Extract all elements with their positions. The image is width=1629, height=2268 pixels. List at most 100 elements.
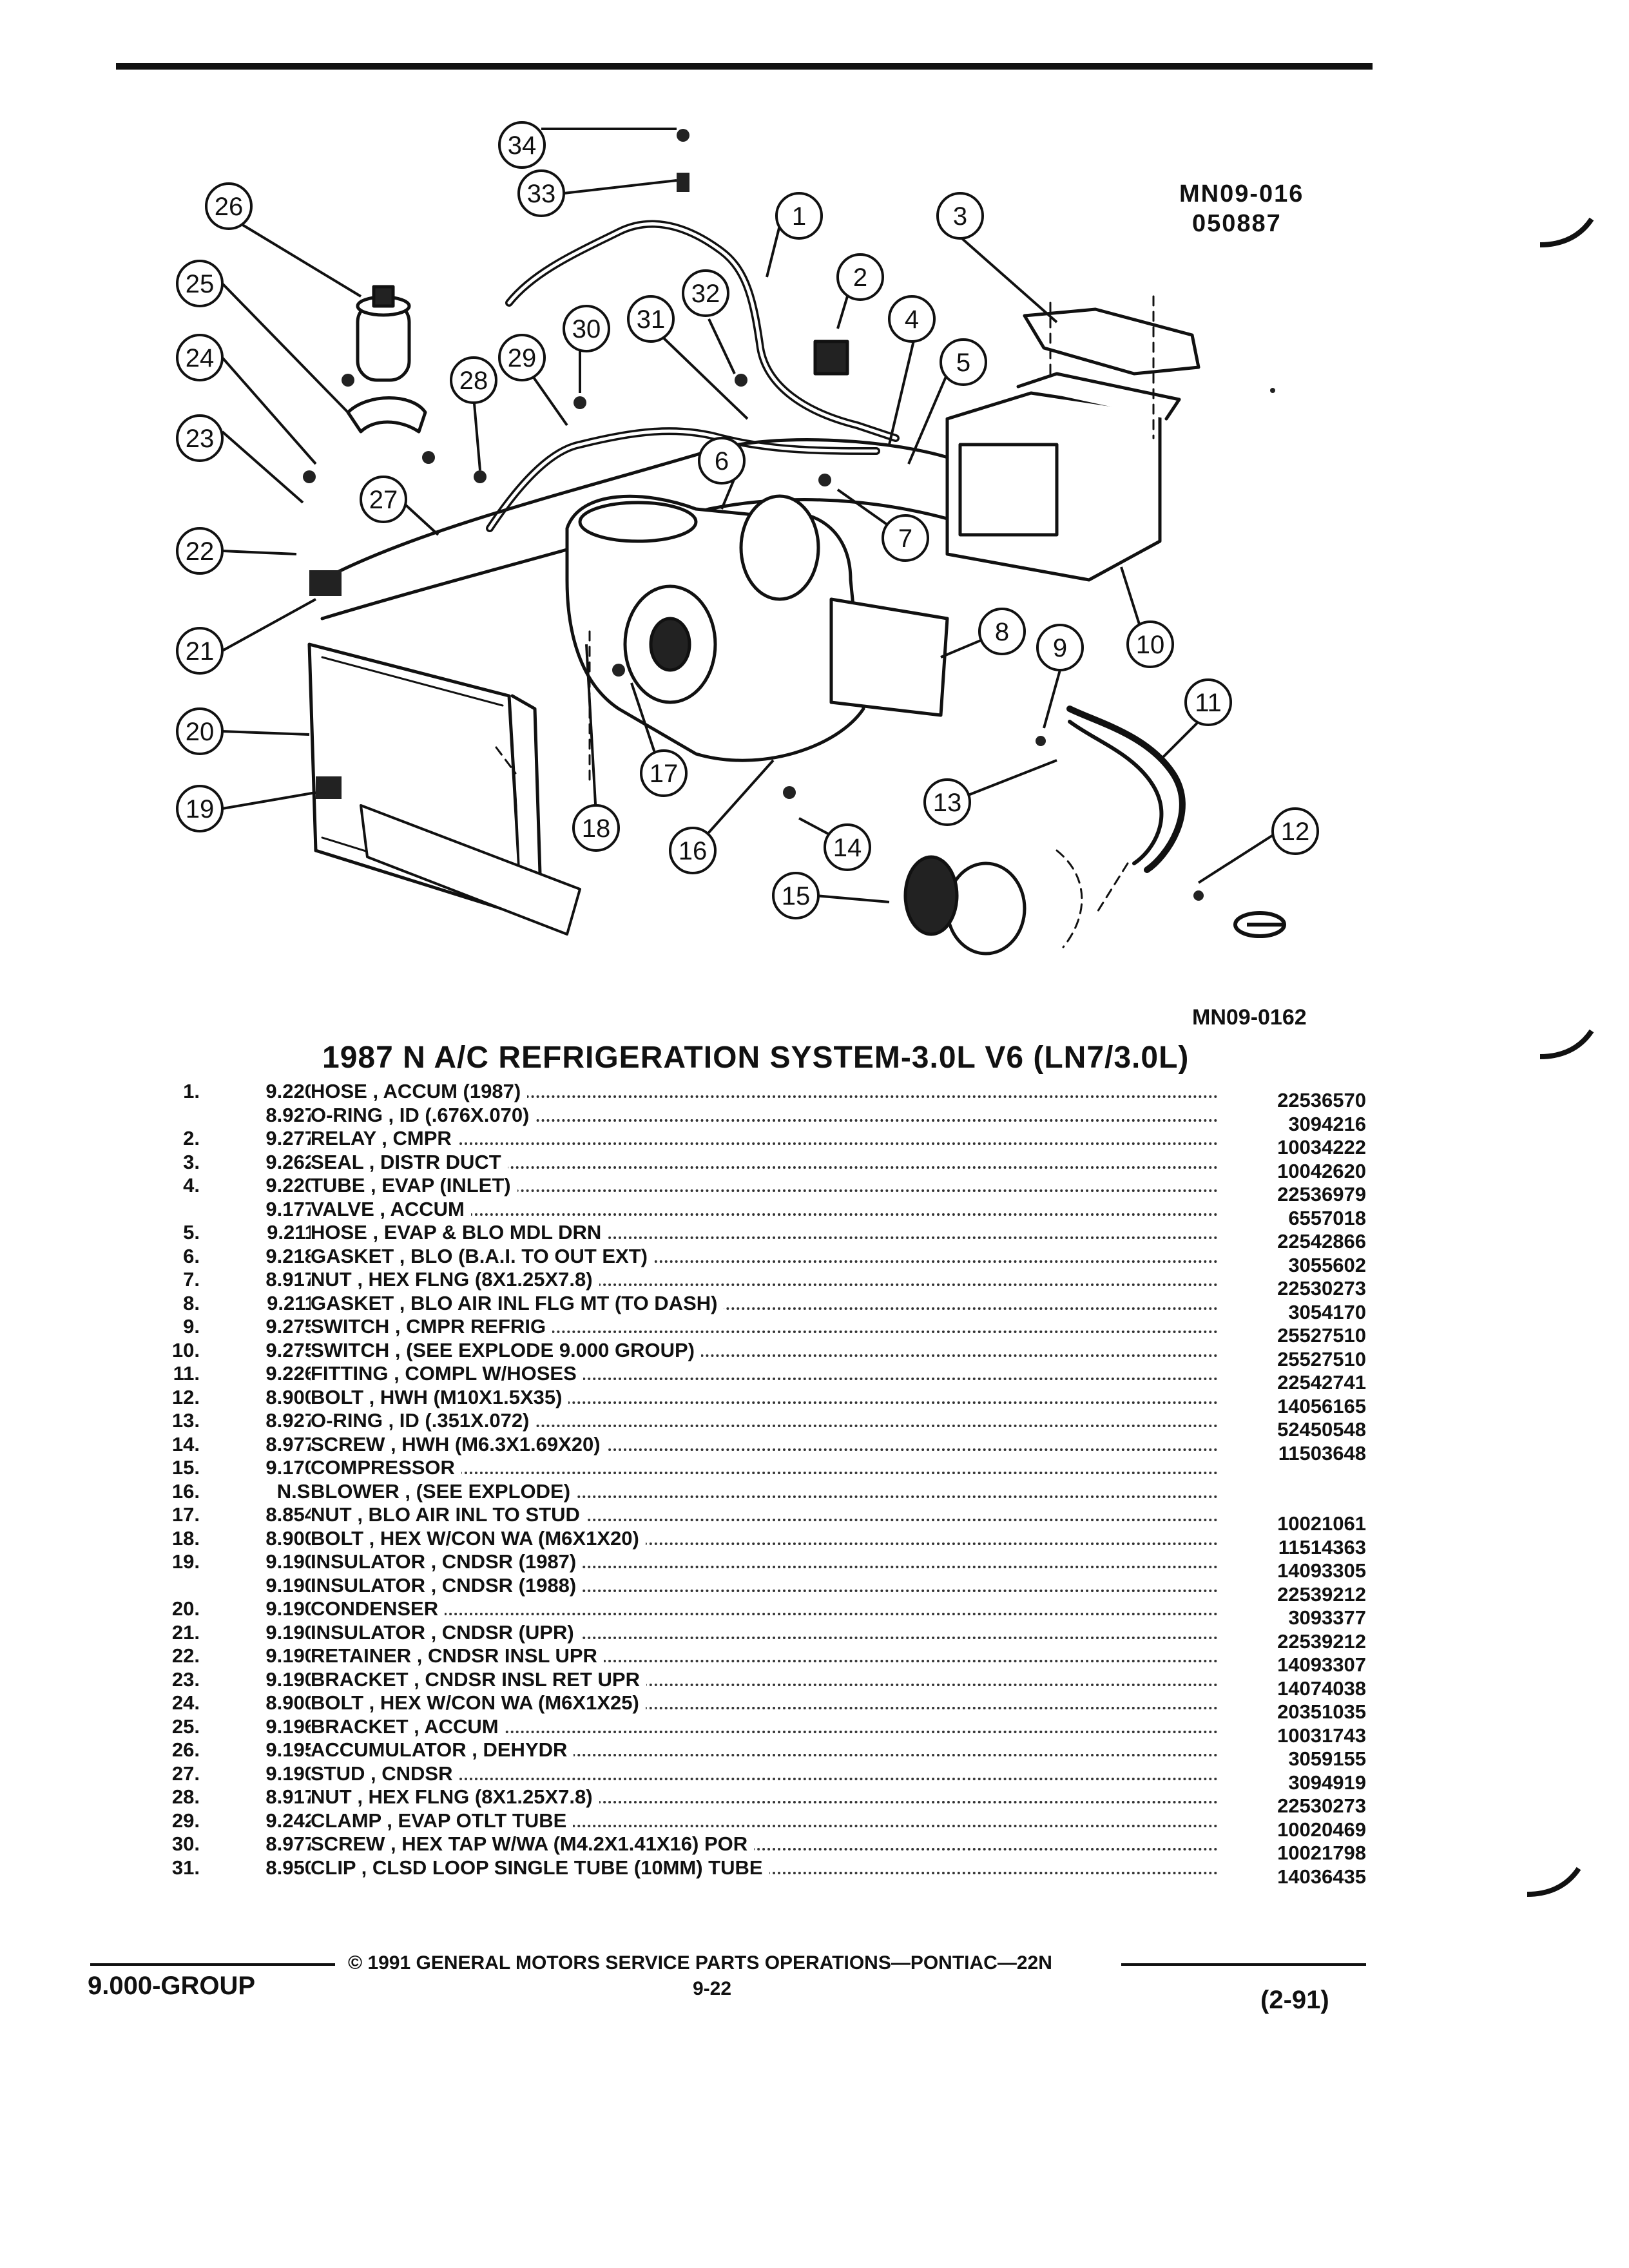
part-group-code: 8.950	[265, 1856, 316, 1879]
part-number-label: 21.	[171, 1620, 200, 1644]
leader-dots	[311, 1683, 1218, 1686]
part-number: 10021061	[1277, 1512, 1366, 1535]
figure-reference: MN09-016 050887	[1179, 179, 1304, 238]
callout-6: 6	[715, 447, 729, 476]
part-number: 22539212	[1277, 1629, 1366, 1653]
part-description: GASKET , BLO (B.A.I. TO OUT EXT)	[311, 1244, 654, 1267]
part-number: 22542741	[1277, 1371, 1366, 1394]
leader-dots	[311, 1425, 1218, 1427]
part-group-code: 8.917	[265, 1268, 316, 1291]
part-number: 10020469	[1277, 1818, 1366, 1841]
part-number: 14036435	[1277, 1865, 1366, 1888]
part-description: COMPRESSOR	[311, 1456, 461, 1479]
part-group-code: 8.900	[265, 1526, 316, 1550]
part-number-label: 7.	[183, 1268, 200, 1291]
part-number-label: 3.	[183, 1150, 200, 1173]
part-group-code: 8.927	[265, 1409, 316, 1432]
callout-34: 34	[508, 131, 537, 160]
part-number: 22536570	[1277, 1089, 1366, 1111]
part-number: 10042620	[1277, 1159, 1366, 1182]
leader-dots	[311, 1636, 1218, 1639]
part-number: 14056165	[1277, 1394, 1366, 1418]
part-number: 22530273	[1277, 1794, 1366, 1817]
top-rule	[116, 63, 1373, 70]
part-description: INSULATOR , CNDSR (1988)	[311, 1573, 583, 1597]
part-group-code: 9.220	[265, 1080, 316, 1102]
part-number: 22536979	[1277, 1183, 1366, 1206]
part-group-code: 8.977	[265, 1832, 316, 1855]
callout-29: 29	[508, 344, 537, 372]
leader-dots	[311, 1307, 1218, 1310]
part-number-label: 5.	[183, 1221, 200, 1244]
part-group-code: 9.211	[267, 1221, 316, 1244]
part-group-code: 9.220	[265, 1174, 316, 1196]
part-number-label: 8.	[183, 1291, 200, 1314]
part-number-label: 30.	[171, 1832, 200, 1855]
figure-ref-code: MN09-016	[1179, 180, 1304, 207]
part-description: CONDENSER	[311, 1597, 445, 1620]
leader-dots	[311, 1589, 1218, 1592]
callout-18: 18	[582, 814, 611, 843]
part-description: VALVE , ACCUM	[311, 1197, 471, 1220]
part-group-code: 9.190	[265, 1762, 316, 1785]
part-number-label: 16.	[171, 1479, 200, 1503]
part-description: BOLT , HWH (M10X1.5X35)	[311, 1385, 569, 1408]
part-description: BRACKET , CNDSR INSL RET UPR	[311, 1667, 646, 1691]
leader-dots	[311, 1354, 1218, 1357]
part-number: 11514363	[1278, 1535, 1366, 1559]
part-number: 10034222	[1277, 1136, 1366, 1158]
part-number-label: 10.	[171, 1338, 200, 1361]
page-title: 1987 N A/C REFRIGERATION SYSTEM-3.0L V6 …	[322, 1041, 1190, 1075]
leader-dots	[311, 1613, 1218, 1615]
part-description: INSULATOR , CNDSR (1987)	[311, 1550, 583, 1573]
part-group-code: 9.277	[265, 1127, 316, 1149]
part-description: CLIP , CLSD LOOP SINGLE TUBE (10MM) TUBE	[311, 1856, 769, 1879]
part-number-label: 4.	[183, 1174, 200, 1196]
callout-11: 11	[1195, 689, 1222, 717]
leader-dots	[311, 1542, 1218, 1545]
part-number: 14093305	[1277, 1559, 1366, 1582]
exploded-parts-diagram: 1 2 3 4 5 6 7 8 9 10 11 12 13 14 15 16 1…	[176, 121, 1319, 956]
callout-31: 31	[637, 305, 666, 334]
part-group-code: 9.170	[265, 1456, 316, 1479]
leader-dots	[311, 1730, 1218, 1733]
part-group-code: 9.242	[265, 1809, 316, 1832]
part-number-label: 13.	[171, 1409, 200, 1432]
part-group-code: 9.275	[265, 1315, 316, 1338]
part-description: ACCUMULATOR , DEHYDR	[311, 1738, 574, 1761]
callout-19: 19	[186, 795, 215, 823]
part-number-label: 22.	[171, 1644, 200, 1667]
part-number: 6557018	[1288, 1206, 1366, 1229]
callout-15: 15	[782, 882, 811, 910]
part-number-label: 23.	[171, 1667, 200, 1691]
callout-8: 8	[995, 618, 1009, 646]
callout-4: 4	[905, 305, 919, 334]
part-number: 14093307	[1277, 1653, 1366, 1676]
part-number-label: 20.	[171, 1597, 200, 1620]
part-group-code: 9.190	[265, 1550, 316, 1573]
binder-mark	[1539, 1029, 1594, 1059]
callout-25: 25	[186, 270, 215, 298]
footer-rule-right	[1121, 1963, 1366, 1966]
part-group-code: 9.226	[265, 1362, 316, 1385]
part-group-code: 8.977	[265, 1432, 316, 1456]
part-number: 10021798	[1277, 1841, 1366, 1864]
figure-ref-date: 050887	[1192, 210, 1282, 237]
callout-21: 21	[186, 637, 215, 666]
part-number-label: 24.	[171, 1691, 200, 1714]
part-description: SCREW , HEX TAP W/WA (M4.2X1.41X16) POR	[311, 1832, 755, 1855]
callout-5: 5	[956, 349, 970, 377]
part-description: O-RING , ID (.676X.070)	[311, 1103, 536, 1126]
part-description: STUD , CNDSR	[311, 1762, 459, 1785]
part-number: 3093377	[1288, 1606, 1366, 1629]
